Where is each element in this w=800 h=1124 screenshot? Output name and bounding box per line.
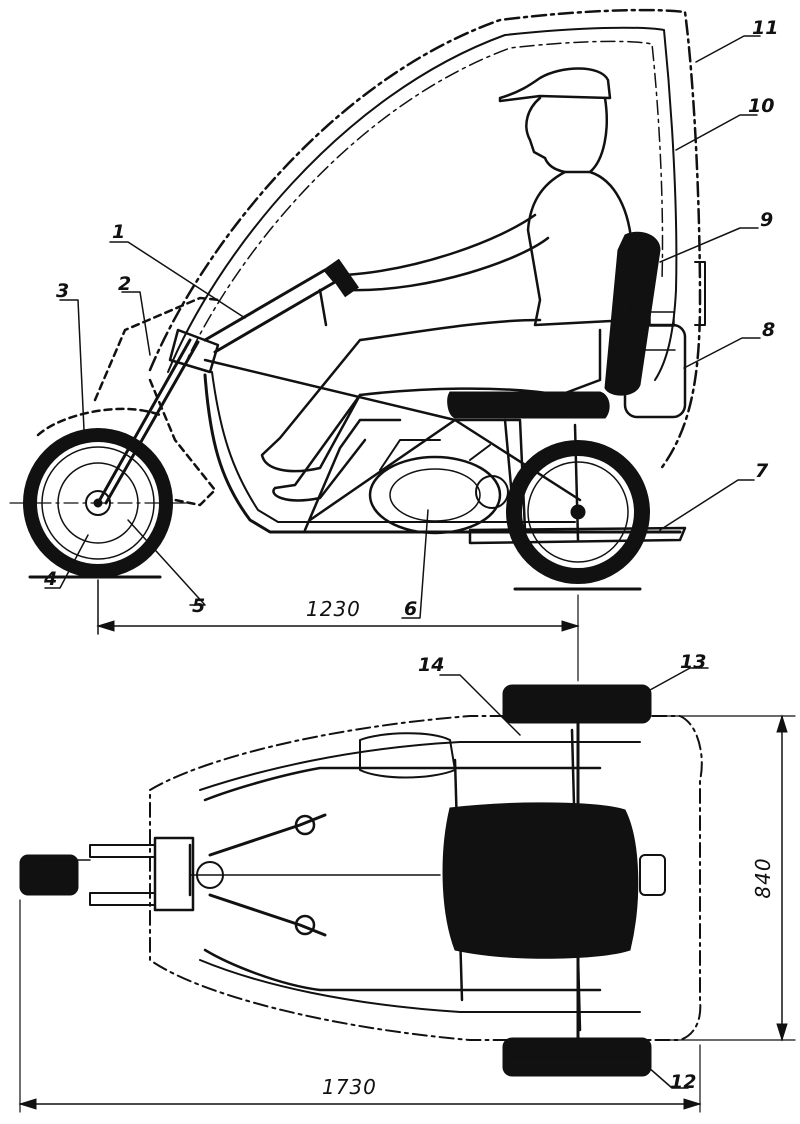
top-engine [359,732,456,779]
engine [368,439,509,535]
main-frame-tube-inner [211,371,576,523]
rear-platform [468,526,687,545]
dimension-overall-length [18,899,702,1113]
fuel-tank [623,311,687,419]
top-front-wheel [19,854,79,896]
side-view-leaders [44,35,761,619]
canopy-inner-frame-second [179,40,664,376]
top-front-fork [89,836,441,912]
callout-3: 3 [56,280,69,302]
front-fairing-outline [93,296,222,402]
side-light [694,261,706,326]
rider-cap [498,67,612,103]
handlebar [203,268,337,354]
callout-2: 2 [118,273,131,295]
dimension-wheelbase [96,579,580,681]
dimension-labels: 1230 1730 840 [306,597,775,1099]
top-handlebar [208,813,327,937]
seat-backrest [604,231,661,396]
seat-cushion [447,391,610,419]
top-view [18,639,796,1113]
overall-length-value: 1730 [322,1075,377,1099]
callout-7: 7 [755,460,769,482]
dimension-track-width [649,714,796,1042]
callout-4: 4 [43,568,57,590]
top-frame-rails [188,766,602,992]
callout-9: 9 [760,209,773,231]
rider-torso [526,170,634,327]
top-fuel-tank [639,854,666,896]
front-mudguard [36,407,162,437]
callout-5: 5 [192,595,205,617]
callout-6: 6 [404,598,417,620]
rider-arm [343,213,550,292]
canopy-outer-shell [148,8,702,472]
top-body-outline [149,715,703,1041]
callout-11: 11 [752,17,778,39]
rider-legs [260,318,602,473]
side-view [9,8,761,681]
rider [260,67,634,502]
main-frame-tube [203,373,682,534]
rider-legs-lower [272,393,367,502]
track-width-value: 840 [751,857,775,898]
top-seat [442,802,639,959]
canopy-inner-frame [167,26,678,381]
top-body-inner [199,741,641,1013]
brake-lever [318,288,328,327]
callout-12: 12 [670,1071,696,1093]
callout-8: 8 [762,319,775,341]
front-fairing-lower [148,378,217,507]
top-view-leaders [439,667,709,1089]
callout-labels: 1 2 3 4 5 6 7 8 9 10 11 12 13 14 [43,17,778,1093]
callout-10: 10 [748,95,774,117]
callout-1: 1 [112,221,125,243]
callout-13: 13 [680,651,706,673]
rear-wheel [506,440,650,584]
front-fork [96,338,200,505]
rider-head [525,96,608,174]
callout-14: 14 [418,654,444,676]
wheelbase-value: 1230 [306,597,361,621]
